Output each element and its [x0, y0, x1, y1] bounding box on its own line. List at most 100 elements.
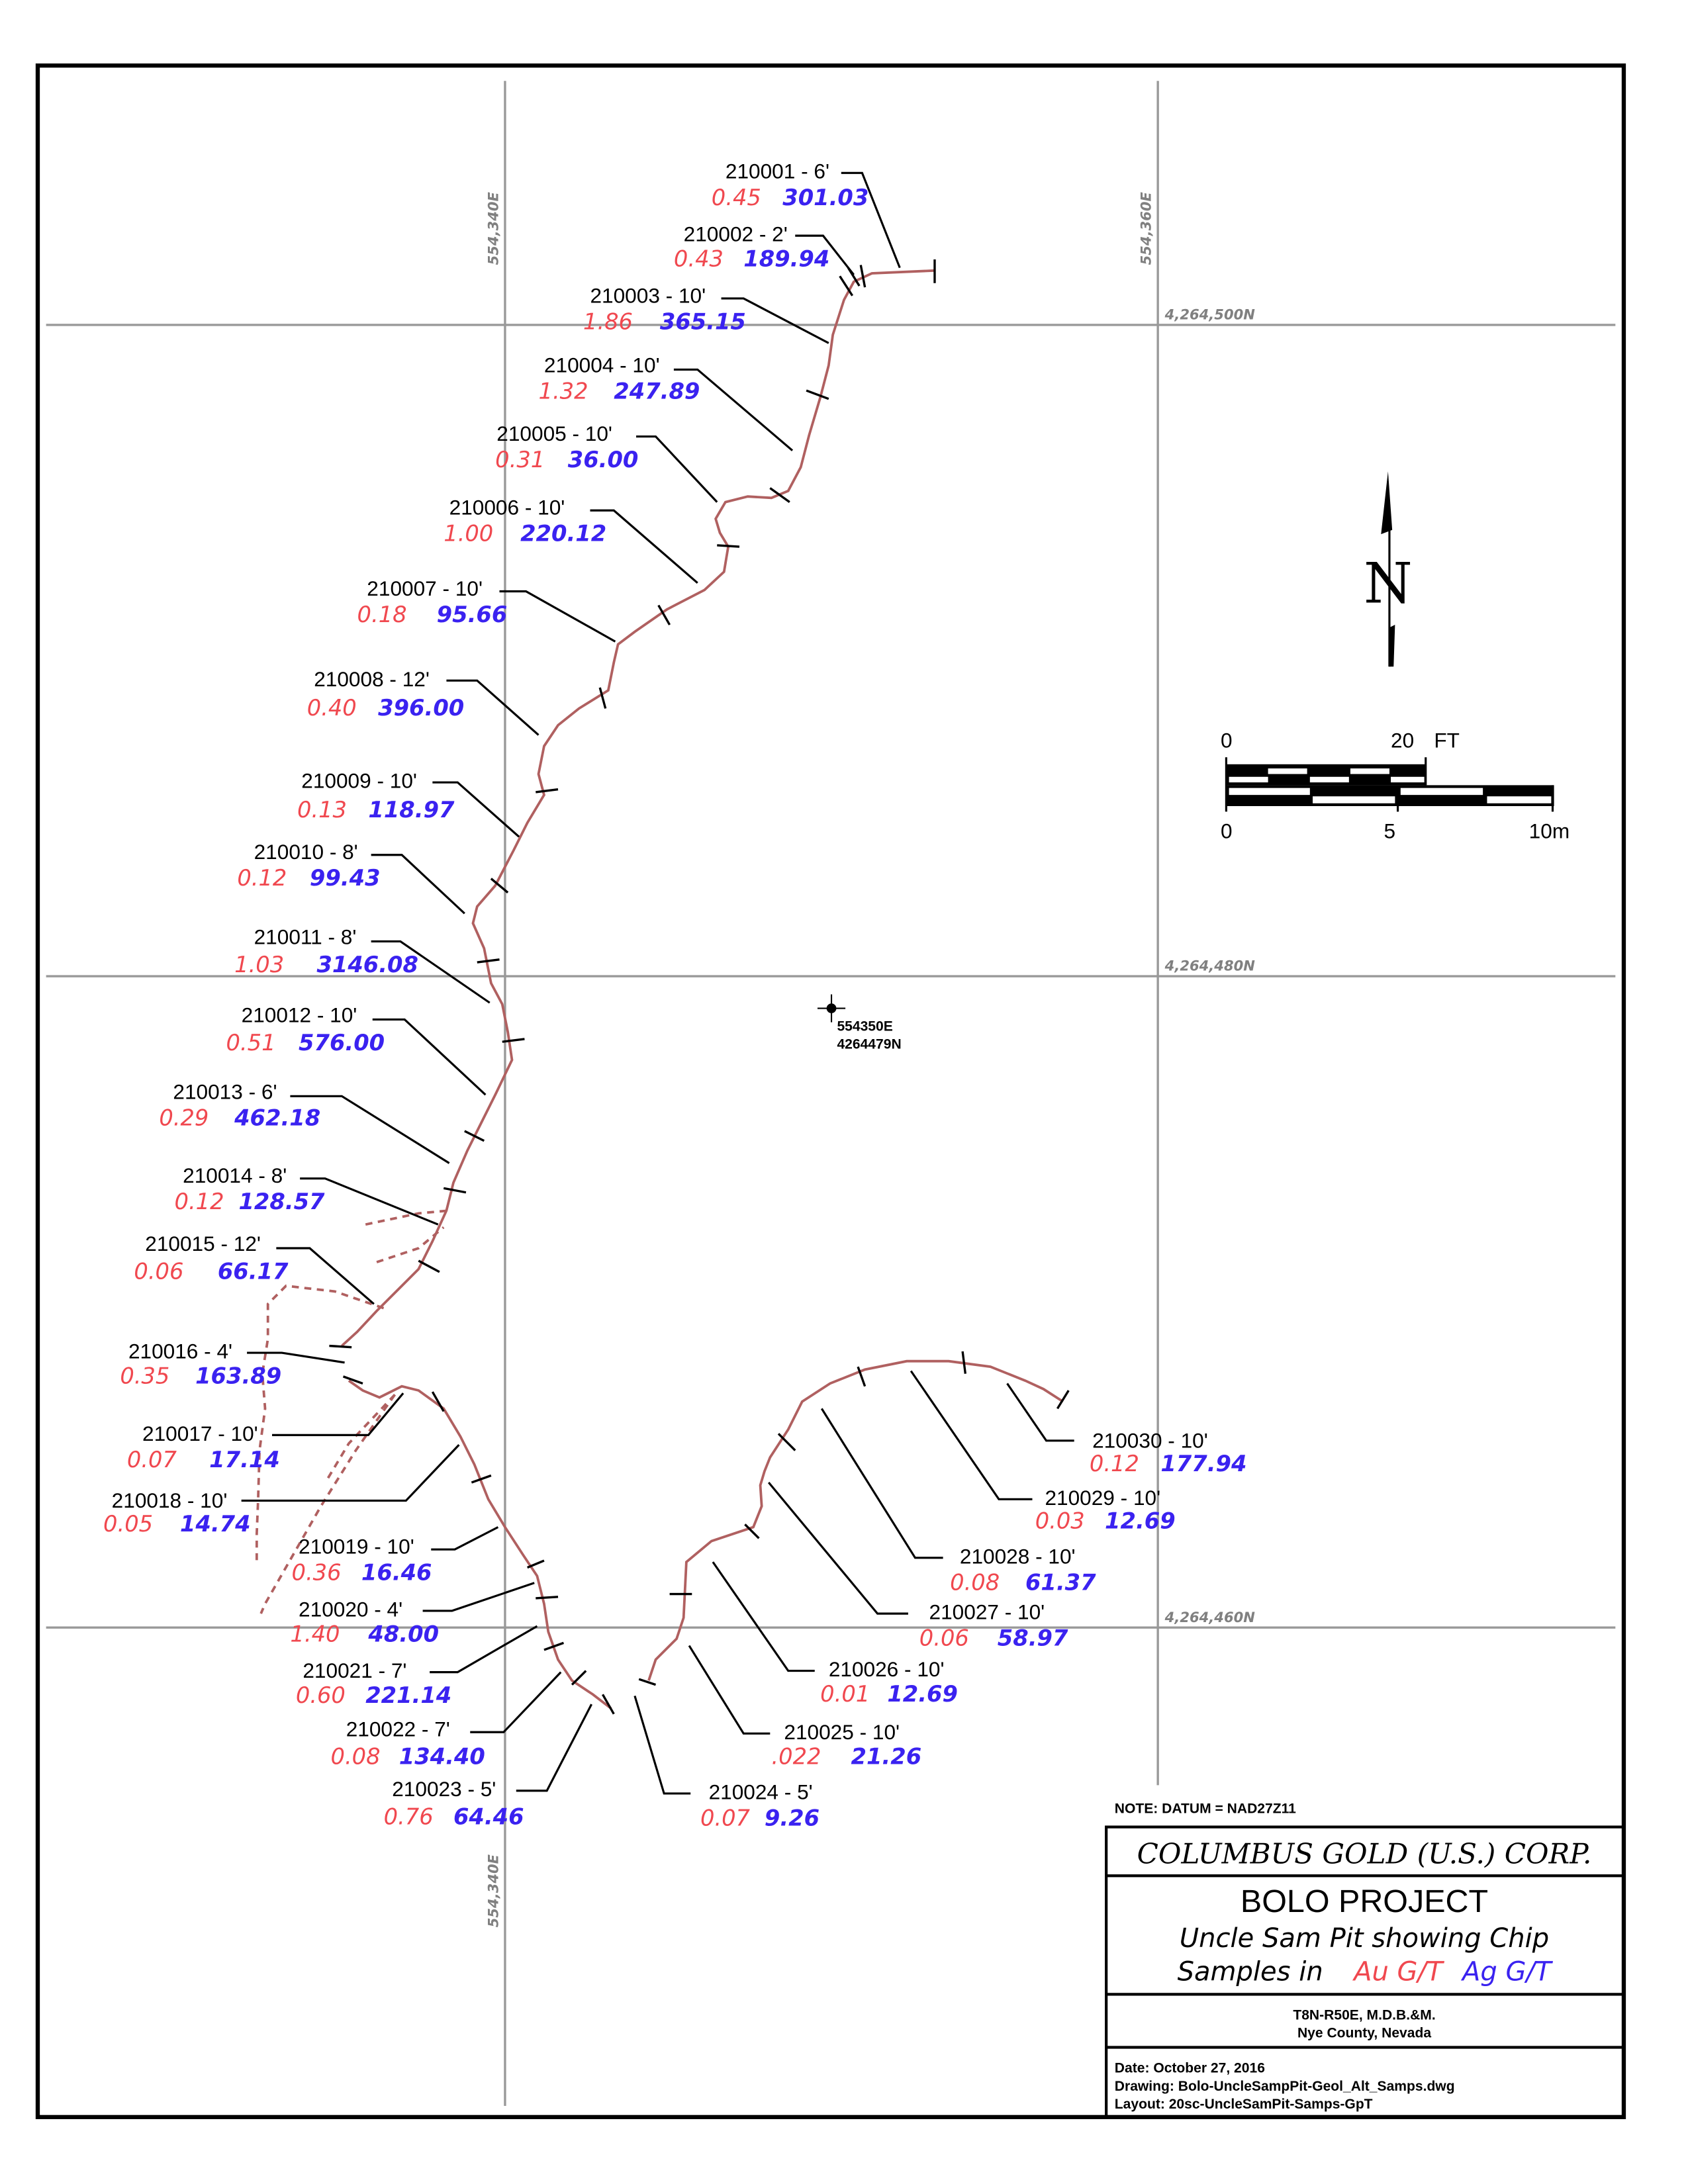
sample-au-value: 0.03 [1035, 1508, 1085, 1534]
sample-boundary-tick [744, 1524, 760, 1539]
sample-id: 210004 - 10' [544, 353, 660, 377]
sample-leader-line [272, 1392, 404, 1436]
company-name: COLUMBUS GOLD (U.S.) CORP. [1137, 1837, 1592, 1870]
sample-id: 210014 - 8' [183, 1163, 287, 1187]
sample-ag-value: 462.18 [234, 1105, 320, 1131]
sample-leader-line [820, 1408, 943, 1559]
sample-au-value: 0.18 [357, 602, 407, 627]
easting-label: 554,360E [1138, 191, 1154, 265]
sample-leader-line [247, 1351, 345, 1364]
sample-boundary-tick [839, 275, 854, 296]
sample-ag-value: 14.74 [180, 1511, 251, 1537]
sample-au-value: 0.07 [700, 1805, 751, 1831]
sample-boundary-tick [329, 1344, 352, 1349]
sample-boundary-tick [536, 788, 559, 794]
sample-au-value: 0.07 [127, 1447, 177, 1473]
sample-au-value: .022 [771, 1744, 821, 1770]
sample-ag-value: 12.69 [1105, 1508, 1176, 1534]
sample-au-value: 0.08 [331, 1744, 381, 1770]
sample-ag-value: 16.46 [361, 1560, 432, 1586]
sample-leader-line [446, 679, 539, 736]
drawing-layout: Layout: 20sc-UncleSamPit-Samps-GpT [1115, 2097, 1373, 2112]
sample-boundary-tick [638, 1678, 657, 1686]
sample-id: 210017 - 10' [142, 1422, 258, 1445]
sample-leader-line [276, 1247, 375, 1305]
sample-leader-line [422, 1582, 535, 1612]
sample-leader-line [516, 1704, 592, 1792]
sample-au-value: 0.08 [950, 1569, 1000, 1595]
sample-id: 210009 - 10' [301, 769, 417, 793]
sample-ag-value: 58.97 [998, 1625, 1068, 1651]
sample-leader-line [688, 1645, 771, 1735]
sample-boundary-tick [464, 1130, 485, 1142]
sample-ag-value: 189.94 [743, 246, 829, 271]
sample-id: 210013 - 6' [173, 1080, 277, 1104]
sample-au-value: 1.00 [444, 521, 493, 547]
sample-au-value: 1.86 [583, 308, 633, 334]
dashed-line [255, 1284, 385, 1563]
sample-ag-value: 220.12 [520, 521, 606, 547]
sample-ag-value: 301.03 [782, 185, 868, 210]
sample-leader-line [300, 1177, 439, 1226]
northing-label: 4,264,460N [1164, 1609, 1256, 1625]
au-unit: Au G/T [1352, 1956, 1445, 1987]
sample-id: 210021 - 7' [303, 1659, 406, 1682]
sample-au-value: 0.29 [159, 1105, 209, 1131]
sample-leader-line [430, 1625, 538, 1674]
location-line-2: Nye County, Nevada [1297, 2026, 1431, 2041]
subtitle-prefix: Samples in [1178, 1956, 1323, 1987]
sample-au-value: 0.45 [712, 185, 761, 210]
sample-boundary-tick [657, 604, 671, 625]
sample-boundary-tick [601, 1694, 615, 1715]
sample-au-value: 0.51 [226, 1030, 275, 1056]
sample-id: 210008 - 12' [314, 667, 430, 691]
sample-au-value: 0.40 [307, 695, 357, 721]
sample-id: 210011 - 8' [254, 925, 357, 949]
sample-leader-line [371, 940, 491, 1004]
sample-id: 210025 - 10' [784, 1720, 900, 1744]
sample-id: 210028 - 10' [960, 1544, 1076, 1568]
sample-au-value: 0.13 [297, 797, 347, 823]
sample-label: 210006 - 10'1.00 220.12 [444, 496, 698, 584]
control-point: 554350E 4264479N [817, 994, 902, 1052]
sample-label: 210009 - 10' 0.13 118.97 [297, 769, 520, 838]
sample-boundary-tick [502, 1038, 525, 1043]
sample-id: 210003 - 10' [590, 283, 706, 307]
sample-leader-line [590, 509, 698, 584]
sample-au-value: 0.12 [237, 865, 287, 891]
sample-ag-value: 134.40 [399, 1744, 485, 1770]
sample-id: 210010 - 8' [254, 840, 358, 864]
sample-ag-value: 9.26 [765, 1805, 820, 1831]
north-arrow: N [1364, 471, 1413, 667]
sample-id: 210001 - 6' [726, 159, 829, 183]
sample-au-value: 0.36 [292, 1560, 342, 1586]
sample-ag-value: 365.15 [660, 308, 746, 334]
dashed-line [259, 1394, 397, 1614]
project-name: BOLO PROJECT [1241, 1884, 1488, 1919]
sample-leader-line [841, 171, 901, 269]
scale-m-10: 10m [1529, 819, 1570, 842]
sample-ag-value: 61.37 [1025, 1569, 1096, 1595]
sample-au-value: 0.05 [103, 1511, 153, 1537]
sample-ag-value: 118.97 [368, 797, 455, 823]
scale-m-5: 5 [1384, 819, 1396, 842]
sample-label: 210003 - 10'1.86 365.15 [583, 283, 829, 344]
sample-id: 210007 - 10' [367, 576, 483, 600]
sample-id: 210006 - 10' [449, 496, 565, 520]
sample-id: 210015 - 12' [145, 1232, 261, 1255]
sample-leader-line [431, 1526, 499, 1551]
sample-au-value: 1.40 [290, 1621, 340, 1647]
scale-ft-unit: FT [1434, 729, 1460, 752]
sample-label: 210001 - 6'0.45 301.03 [712, 159, 901, 269]
